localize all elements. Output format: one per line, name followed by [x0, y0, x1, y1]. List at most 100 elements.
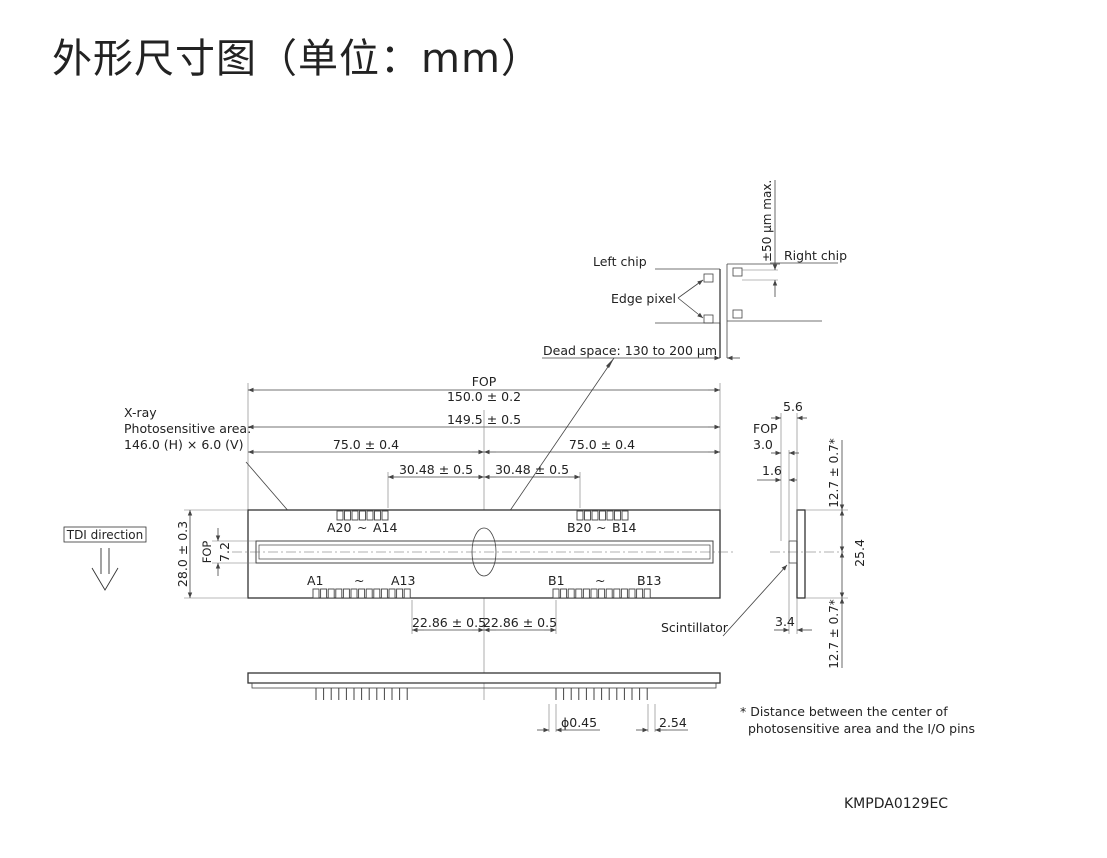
pin-pad	[599, 510, 606, 521]
dead-space-callout	[471, 527, 497, 577]
label-tdi: TDI direction	[66, 528, 144, 542]
pin-pad	[388, 588, 396, 599]
label-b14: B14	[612, 520, 637, 535]
top-dimensions: FOP 150.0 ± 0.2 149.5 ± 0.5 75.0 ± 0.4 7…	[247, 374, 721, 700]
left-dimensions: 28.0 ± 0.3 FOP 7.2	[175, 509, 256, 599]
dim-3-4: 3.4	[775, 614, 795, 629]
pin-pad	[336, 510, 344, 521]
dim-12-7-bot: 12.7 ± 0.7*	[827, 599, 841, 669]
tilde-b-bottom: ~	[595, 573, 605, 588]
dim-30-right: 30.48 ± 0.5	[495, 462, 569, 477]
tilde-b: ~	[596, 520, 606, 535]
leader-dead-space-arrow	[606, 358, 614, 368]
tilde-a: ~	[357, 520, 367, 535]
pin-pad	[621, 510, 629, 521]
dim-30-left: 30.48 ± 0.5	[399, 462, 473, 477]
label-edge-pixel: Edge pixel	[611, 291, 676, 306]
pin-pad	[366, 510, 374, 521]
dim-28: 28.0 ± 0.3	[175, 521, 190, 587]
dim-12-7-top: 12.7 ± 0.7*	[827, 438, 841, 508]
pin-pad	[344, 510, 351, 521]
package-bottom-view: ϕ0.45 2.54	[247, 672, 721, 733]
pin-pad	[567, 588, 575, 599]
label-a20: A20	[327, 520, 352, 535]
pin-pad	[605, 588, 613, 599]
pin-pad	[365, 588, 373, 599]
dim-7-2: 7.2	[217, 542, 232, 562]
label-xray-1: X-ray	[124, 405, 157, 420]
pin-pad	[598, 588, 606, 599]
pin-pad	[381, 510, 389, 521]
label-a13: A13	[391, 573, 415, 588]
pin-pads-top-right	[576, 510, 629, 521]
pin-pads-bottom-right	[552, 588, 651, 599]
label-xray-3: 146.0 (H) × 6.0 (V)	[124, 437, 244, 452]
bottom-dimensions: 22.86 ± 0.5 22.86 ± 0.5	[411, 600, 557, 634]
pin-pad	[613, 588, 621, 599]
pin-pad	[560, 588, 568, 599]
package-front-view: A20 ~ A14 B20 ~ B14 A1 ~ A13 B1 ~ B13	[232, 509, 736, 599]
pin-pad	[327, 588, 335, 599]
dim-phi: ϕ0.45	[561, 715, 597, 730]
drawing-code: KMPDA0129EC	[844, 796, 948, 812]
pin-pad	[320, 588, 328, 599]
tilde-a-bottom: ~	[354, 573, 364, 588]
tdi-arrow	[91, 548, 119, 591]
pin-pad	[590, 588, 598, 599]
pin-pad	[350, 588, 358, 599]
pin-pad	[374, 510, 381, 521]
label-b20: B20	[567, 520, 592, 535]
pin-pad	[620, 588, 628, 599]
dim-22-left: 22.86 ± 0.5	[412, 615, 486, 630]
dim-22-right: 22.86 ± 0.5	[483, 615, 557, 630]
label-b1: B1	[548, 573, 565, 588]
label-scintillator: Scintillator	[661, 620, 729, 635]
pin-pad	[359, 510, 366, 521]
label-xray-2: Photosensitive area:	[124, 421, 251, 436]
dim-150: 150.0 ± 0.2	[447, 389, 521, 404]
label-b13: B13	[637, 573, 661, 588]
pin-pad	[636, 588, 644, 599]
dim-3-0: 3.0	[753, 437, 773, 452]
pin-pad	[591, 510, 599, 521]
pin-pads-top-left	[336, 510, 389, 521]
pin-pad	[403, 588, 411, 599]
pin-pad	[351, 510, 359, 521]
label-fop-left: FOP	[200, 541, 214, 564]
edge-pixel-right-bottom	[732, 309, 743, 319]
package-side-view: 5.6 FOP 3.0 1.6 3.4 12.7 ± 0.7* 25.4 12.…	[661, 399, 867, 669]
tdi-direction: TDI direction	[63, 526, 147, 591]
edge-pixel-left-top	[703, 273, 714, 283]
label-a1: A1	[307, 573, 324, 588]
label-a14: A14	[373, 520, 398, 535]
pin-pad	[380, 588, 388, 599]
pin-pad	[312, 588, 320, 599]
label-left-chip: Left chip	[593, 254, 647, 269]
edge-pixel-left-bottom	[703, 314, 714, 324]
page-title: 外形尺寸图（单位：mm）	[52, 36, 542, 82]
note-line-1: * Distance between the center of	[740, 704, 948, 719]
dim-2-54: 2.54	[659, 715, 687, 730]
pins-under-right	[555, 688, 648, 700]
dim-5-6: 5.6	[783, 399, 803, 414]
label-right-chip: Right chip	[784, 248, 847, 263]
pin-pad	[576, 510, 584, 521]
dim-149-5: 149.5 ± 0.5	[447, 412, 521, 427]
pin-pad	[606, 510, 614, 521]
pin-pad	[335, 588, 343, 599]
dim-25-4: 25.4	[852, 539, 867, 567]
label-flatness: ±50 µm max.	[760, 180, 774, 262]
pin-pads-bottom-left	[312, 588, 411, 599]
pin-pad	[552, 588, 560, 599]
dim-75-left: 75.0 ± 0.4	[333, 437, 399, 452]
pin-pad	[643, 588, 651, 599]
pin-pad	[582, 588, 590, 599]
detail-view: Left chip Right chip Edge pixel ±50 µm m…	[542, 180, 847, 361]
pin-pad	[575, 588, 583, 599]
pin-pad	[628, 588, 636, 599]
pin-pad	[584, 510, 591, 521]
pin-pad	[358, 588, 366, 599]
edge-pixel-right-top	[732, 267, 743, 277]
pin-pad	[396, 588, 404, 599]
pin-pad	[373, 588, 381, 599]
